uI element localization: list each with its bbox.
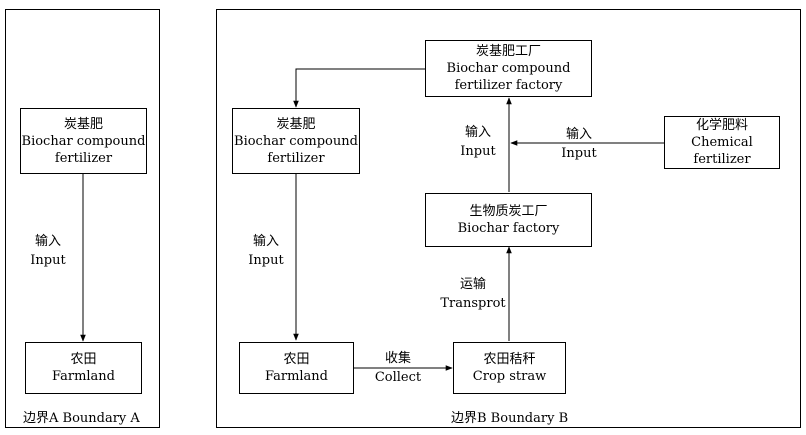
boundary-a-frame [5, 9, 160, 428]
collect-label: 收集 Collect [374, 351, 422, 385]
biochar-factory-box: 生物质炭工厂 Biochar factory [425, 193, 592, 247]
chemical-fertilizer-box: 化学肥料 Chemical fertilizer [664, 116, 780, 169]
boundary-a-input-label: 输入 Input [30, 234, 66, 268]
input-label-right: 输入 Input [561, 127, 597, 161]
fertilizer-en-2: fertilizer [54, 150, 113, 166]
crop-straw-box: 农田秸秆 Crop straw [453, 342, 566, 394]
boundary-b-frame [216, 9, 801, 428]
arrow-factory-to-fertilizer [293, 68, 425, 108]
fertilizer-en-1: Biochar compound [21, 133, 146, 149]
boundary-a-farmland-box: 农田 Farmland [25, 342, 142, 394]
farmland-zh: 农田 [70, 352, 97, 367]
fertilizer-zh: 炭基肥 [63, 116, 103, 132]
boundary-b-label: 边界B Boundary B [451, 411, 569, 426]
input-label-center: 输入 Input [460, 125, 496, 159]
boundary-b-farmland-box: 农田 Farmland [239, 342, 354, 394]
compound-fertilizer-factory-box: 炭基肥工厂 Biochar compound fertilizer factor… [425, 40, 592, 97]
boundary-a-fertilizer-box: 炭基肥 Biochar compound fertilizer [20, 108, 147, 174]
boundary-b-fertilizer-box: 炭基肥 Biochar compound fertilizer [232, 108, 360, 174]
input-label-left: 输入 Input [248, 234, 284, 268]
transport-label: 运输 Transprot [440, 277, 506, 311]
boundary-a-label: 边界A Boundary A [23, 411, 140, 426]
farmland-en: Farmland [51, 369, 116, 384]
